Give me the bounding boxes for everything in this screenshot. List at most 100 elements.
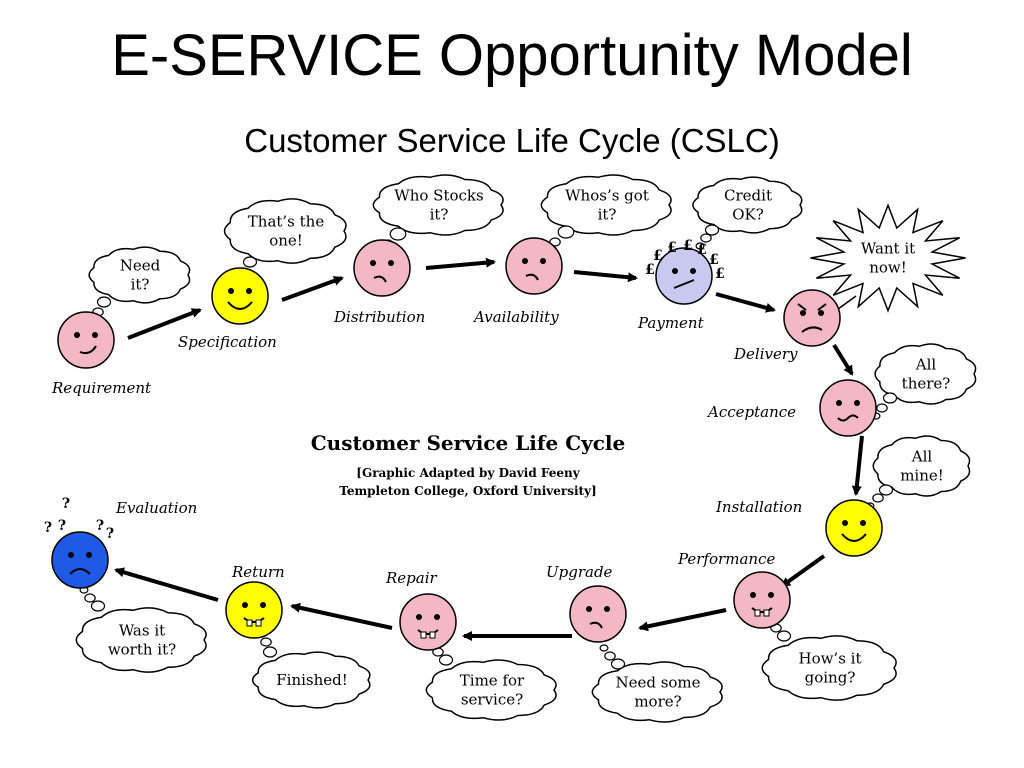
arrow-requirement-specification (127, 308, 202, 340)
eye-right (768, 592, 774, 598)
thought-text-repair: Time for (460, 672, 525, 690)
center-caption: Customer Service Life Cycle [Graphic Ada… (311, 431, 625, 498)
face-repair (399, 593, 457, 651)
thought-dot (704, 224, 720, 236)
thought-text-distribution: Who Stocks (394, 187, 483, 205)
eye-left (836, 400, 842, 406)
thought-text-requirement: it? (131, 276, 150, 294)
eye-right (540, 258, 546, 264)
eye-left (74, 332, 80, 338)
eye-right (860, 520, 866, 526)
thought-text-specification: That’s the (248, 213, 325, 231)
stage-label-installation: Installation (715, 498, 802, 516)
face-circle (57, 311, 115, 369)
arrow-acceptance-installation (851, 435, 864, 496)
stage-label-repair: Repair (385, 569, 438, 587)
face-specification (211, 267, 269, 325)
eye-right (434, 614, 440, 620)
tooth (754, 609, 761, 617)
cloud-shape (874, 343, 977, 405)
stage-label-specification: Specification (178, 333, 277, 351)
mouth (79, 345, 97, 355)
cloud-shape (872, 435, 971, 497)
eyebrows (797, 303, 827, 311)
thought-dot (96, 296, 112, 308)
eye-right (604, 606, 610, 612)
stage-label-return: Return (231, 563, 285, 581)
tooth (429, 631, 436, 639)
face-distribution (353, 239, 411, 297)
face-circle (783, 289, 841, 347)
arrow-repair-return (290, 602, 393, 630)
thought-dot (695, 242, 705, 250)
stage-label-availability: Availability (472, 308, 559, 326)
thought-text-requirement: Need (120, 257, 161, 275)
face-circle (211, 267, 269, 325)
eye-left (842, 520, 848, 526)
mouth (801, 326, 823, 333)
pound-sign: £ (653, 248, 663, 264)
thought-dot (389, 227, 407, 241)
cloud-shape (692, 176, 803, 234)
cloud-shape (591, 661, 723, 723)
pound-sign: £ (709, 252, 719, 268)
face-return (225, 581, 283, 639)
face-delivery (783, 289, 841, 347)
cloud-shape (75, 607, 207, 673)
mouth (525, 273, 539, 281)
center-credit-line1: [Graphic Adapted by David Feeny (356, 466, 580, 480)
thought-text-performance: going? (805, 669, 856, 687)
pound-sign: £ (715, 266, 725, 282)
thought-text-payment: Credit (724, 187, 772, 205)
stage-faces: £££££££????? (44, 237, 883, 651)
arrow-specification-distribution (281, 276, 344, 302)
face-requirement (57, 311, 115, 369)
stage-label-performance: Performance (677, 550, 775, 568)
thought-text-payment: OK? (732, 206, 764, 224)
center-title: Customer Service Life Cycle (311, 431, 625, 455)
thought-bubble-return: Finished! (251, 630, 371, 709)
face-circle (733, 571, 791, 629)
thought-dot (882, 392, 898, 404)
tooth (420, 631, 427, 639)
mouth (837, 414, 859, 422)
eye-left (242, 602, 248, 608)
eye-left (228, 288, 234, 294)
face-circle (569, 585, 627, 643)
thought-dot (599, 644, 609, 652)
tooth (255, 619, 262, 627)
thought-dot (610, 658, 626, 670)
mouth (69, 568, 91, 575)
mouth (373, 275, 387, 283)
thought-text-evaluation: worth it? (108, 641, 176, 659)
pound-sign: £ (683, 238, 693, 254)
thought-dot (776, 630, 792, 642)
thought-text-delivery: Want it (861, 240, 915, 258)
thought-text-availability: Whos’s got (565, 187, 649, 205)
face-circle (819, 379, 877, 437)
question-mark: ? (62, 496, 70, 512)
thought-text-acceptance: there? (902, 375, 951, 393)
mouth (673, 279, 695, 289)
thought-dot (604, 651, 616, 661)
center-credit-line2: Templeton College, Oxford University] (339, 484, 596, 498)
slide-title: E-SERVICE Opportunity Model (111, 23, 913, 88)
face-upgrade (569, 585, 627, 643)
face-installation (825, 499, 883, 557)
burst-shape (810, 203, 966, 313)
eye-right (690, 268, 696, 274)
face-circle (225, 581, 283, 639)
thought-text-performance: How’s it (798, 650, 861, 668)
slide-subtitle: Customer Service Life Cycle (CSLC) (244, 122, 780, 159)
thought-text-acceptance: All (915, 356, 937, 374)
face-performance (733, 571, 791, 629)
pound-sign: £ (667, 240, 677, 256)
thought-text-availability: it? (598, 206, 617, 224)
